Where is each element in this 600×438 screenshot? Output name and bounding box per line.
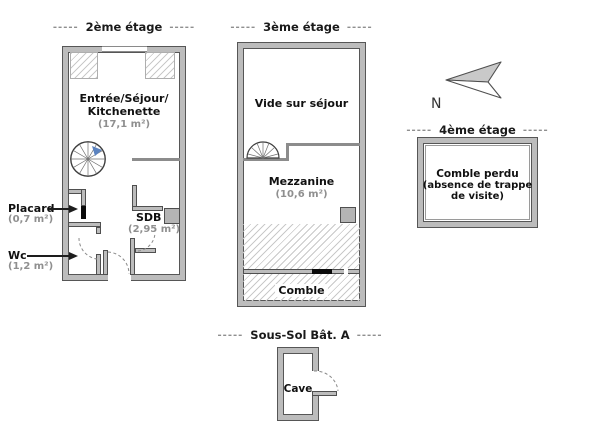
third-floor-plan: Vide sur séjour Mezzanine (10,6 m²) <box>237 42 366 307</box>
dash-decoration: ----- <box>230 21 257 33</box>
room-name: (absence de trappe <box>422 179 533 191</box>
dash-decoration: ----- <box>346 21 373 33</box>
fourth-floor-title: ----- 4ème étage ----- <box>406 123 549 137</box>
dash-decoration: ----- <box>406 124 433 136</box>
comble-label: Comble <box>243 279 360 298</box>
wall-segment <box>243 269 360 274</box>
dash-decoration: ----- <box>356 329 383 341</box>
wall-segment <box>68 222 101 227</box>
floor-title-text: 4ème étage <box>439 123 516 137</box>
wall-segment <box>96 254 101 275</box>
half-spiral-staircase-icon <box>246 141 280 159</box>
sloped-ceiling-hatch <box>145 52 175 79</box>
callout-arrow <box>27 252 78 260</box>
inner-wall-line <box>425 145 530 220</box>
wall-segment <box>81 189 86 206</box>
wall-segment <box>130 238 135 275</box>
floor-title-text: 2ème étage <box>85 20 163 34</box>
room-name: Vide sur séjour <box>254 97 349 110</box>
basement-plan: Cave <box>277 347 339 421</box>
wc-area: (1,2 m²) <box>8 261 54 272</box>
north-arrow-icon <box>445 61 502 99</box>
north-label: N <box>431 96 442 112</box>
room-name: Comble perdu <box>436 167 519 180</box>
room-name: Comble <box>275 284 328 297</box>
wall-segment <box>96 227 101 234</box>
room-name: Cave <box>283 383 313 395</box>
room-area: (10,6 m²) <box>275 188 328 200</box>
dash-decoration: ----- <box>522 124 549 136</box>
door-swing-arc <box>78 237 98 260</box>
roof-slope-hatch <box>243 224 360 269</box>
wall-segment <box>103 250 108 275</box>
sdb-label: SDB <box>136 211 162 224</box>
sloped-ceiling-hatch <box>70 52 98 79</box>
third-floor-title: ----- 3ème étage ----- <box>230 20 373 34</box>
mezzanine-edge <box>286 143 289 161</box>
void-room-label: Vide sur séjour <box>243 92 360 111</box>
cave-door-opening <box>312 371 319 391</box>
second-floor-plan: Entrée/Séjour/ Kitchenette (17,1 m²) <box>62 46 186 283</box>
dash-decoration: ----- <box>169 21 196 33</box>
mezzanine-label: Mezzanine (10,6 m²) <box>243 175 360 201</box>
comble-perdu-label: Comble perdu (absence de trappe de visit… <box>422 143 533 222</box>
second-floor-title: ----- 2ème étage ----- <box>48 20 200 34</box>
cave-label: Cave <box>283 377 313 396</box>
dash-decoration: ----- <box>217 329 244 341</box>
placard-area: (0,7 m²) <box>8 214 54 225</box>
spiral-staircase-icon <box>70 141 106 177</box>
stair-direction-arrow <box>92 146 102 156</box>
room-name: Kitchenette <box>87 104 161 118</box>
fixture-square <box>164 208 180 224</box>
basement-title: ----- Sous-Sol Bât. A ----- <box>217 328 383 342</box>
door-swing-arc <box>314 370 339 392</box>
mezzanine-edge <box>243 158 288 161</box>
door-swing-arc <box>107 251 130 275</box>
main-room-label: Entrée/Séjour/ Kitchenette (17,1 m²) <box>68 92 180 131</box>
placard-door-leaf <box>81 206 86 219</box>
sdb-area: (2,95 m²) <box>128 224 181 235</box>
door-swing-arc <box>137 232 156 252</box>
entry-opening <box>108 273 131 283</box>
room-name: Entrée/Séjour/ <box>79 92 169 105</box>
wall-segment <box>132 206 163 211</box>
wc-label: Wc <box>8 249 27 262</box>
window-symbol <box>102 46 147 52</box>
floor-title-text: 3ème étage <box>263 20 340 34</box>
floor-title-text: Sous-Sol Bât. A <box>250 328 350 342</box>
wall-notch <box>344 268 348 275</box>
half-wall <box>132 158 180 161</box>
placard-label: Placard <box>8 202 55 215</box>
fixture-square <box>340 207 356 223</box>
room-name: Mezzanine <box>268 175 335 188</box>
mezzanine-edge <box>288 143 360 146</box>
wall-segment <box>312 391 337 396</box>
room-name: de visite) <box>451 190 504 202</box>
callout-arrow <box>49 205 78 213</box>
dash-decoration: ----- <box>52 21 79 33</box>
fourth-floor-plan: Comble perdu (absence de trappe de visit… <box>417 137 538 228</box>
room-area: (17,1 m²) <box>97 118 151 130</box>
access-hatch-mark <box>312 269 332 274</box>
